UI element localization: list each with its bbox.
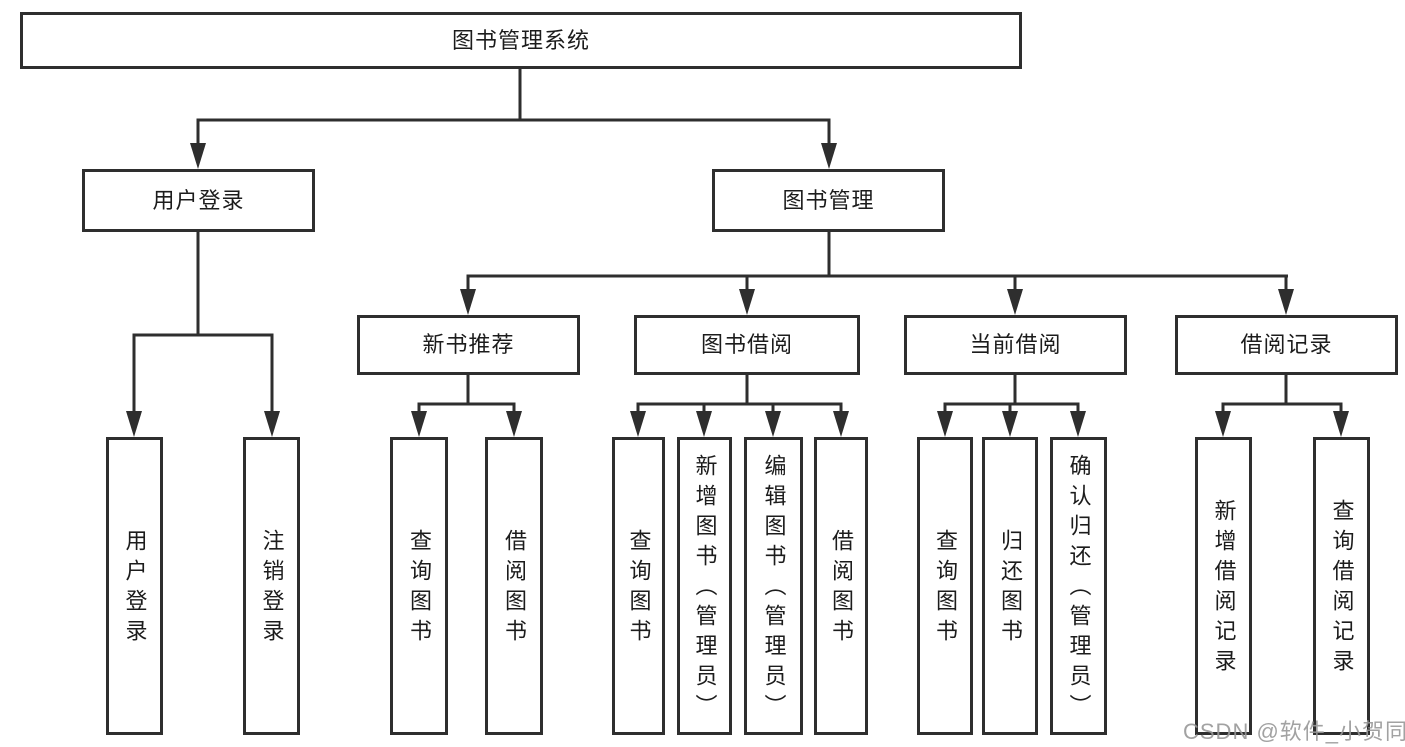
- leaf-add-book-admin: 新增图书（管理员）: [677, 437, 732, 735]
- arrowhead-icon: [1002, 411, 1018, 437]
- arrowhead-icon: [506, 411, 522, 437]
- leaf-query-books-current: 查询图书: [917, 437, 973, 735]
- node-book-management: 图书管理: [712, 169, 945, 232]
- arrowhead-icon: [1215, 411, 1231, 437]
- leaf-borrow-books-recommend: 借阅图书: [485, 437, 543, 735]
- arrowhead-icon: [1070, 411, 1086, 437]
- leaf-user-login: 用户登录: [106, 437, 163, 735]
- node-current-borrow: 当前借阅: [904, 315, 1127, 375]
- leaf-query-borrow-record: 查询借阅记录: [1313, 437, 1370, 735]
- arrowhead-icon: [833, 411, 849, 437]
- arrowhead-icon: [739, 289, 755, 315]
- arrowhead-icon: [190, 143, 206, 169]
- node-user-login: 用户登录: [82, 169, 315, 232]
- arrowhead-icon: [264, 411, 280, 437]
- arrowhead-icon: [411, 411, 427, 437]
- leaf-edit-book-admin: 编辑图书（管理员）: [744, 437, 803, 735]
- leaf-confirm-return-admin: 确认归还（管理员）: [1050, 437, 1107, 735]
- node-book-borrow: 图书借阅: [634, 315, 860, 375]
- arrowhead-icon: [1278, 289, 1294, 315]
- leaf-query-books-borrow: 查询图书: [612, 437, 665, 735]
- node-borrow-records: 借阅记录: [1175, 315, 1398, 375]
- arrowhead-icon: [821, 143, 837, 169]
- arrowhead-icon: [460, 289, 476, 315]
- arrowhead-icon: [1333, 411, 1349, 437]
- leaf-logout-login: 注销登录: [243, 437, 300, 735]
- arrowhead-icon: [1007, 289, 1023, 315]
- leaf-query-books-recommend: 查询图书: [390, 437, 448, 735]
- node-new-book-recommend: 新书推荐: [357, 315, 580, 375]
- leaf-return-books: 归还图书: [982, 437, 1038, 735]
- csdn-watermark: CSDN @软件_小贺同学: [1183, 719, 1405, 744]
- node-root: 图书管理系统: [20, 12, 1022, 69]
- arrowhead-icon: [696, 411, 712, 437]
- arrowhead-icon: [630, 411, 646, 437]
- leaf-add-borrow-record: 新增借阅记录: [1195, 437, 1252, 735]
- arrowhead-icon: [937, 411, 953, 437]
- leaf-borrow-books: 借阅图书: [814, 437, 868, 735]
- arrowhead-icon: [126, 411, 142, 437]
- arrowhead-icon: [765, 411, 781, 437]
